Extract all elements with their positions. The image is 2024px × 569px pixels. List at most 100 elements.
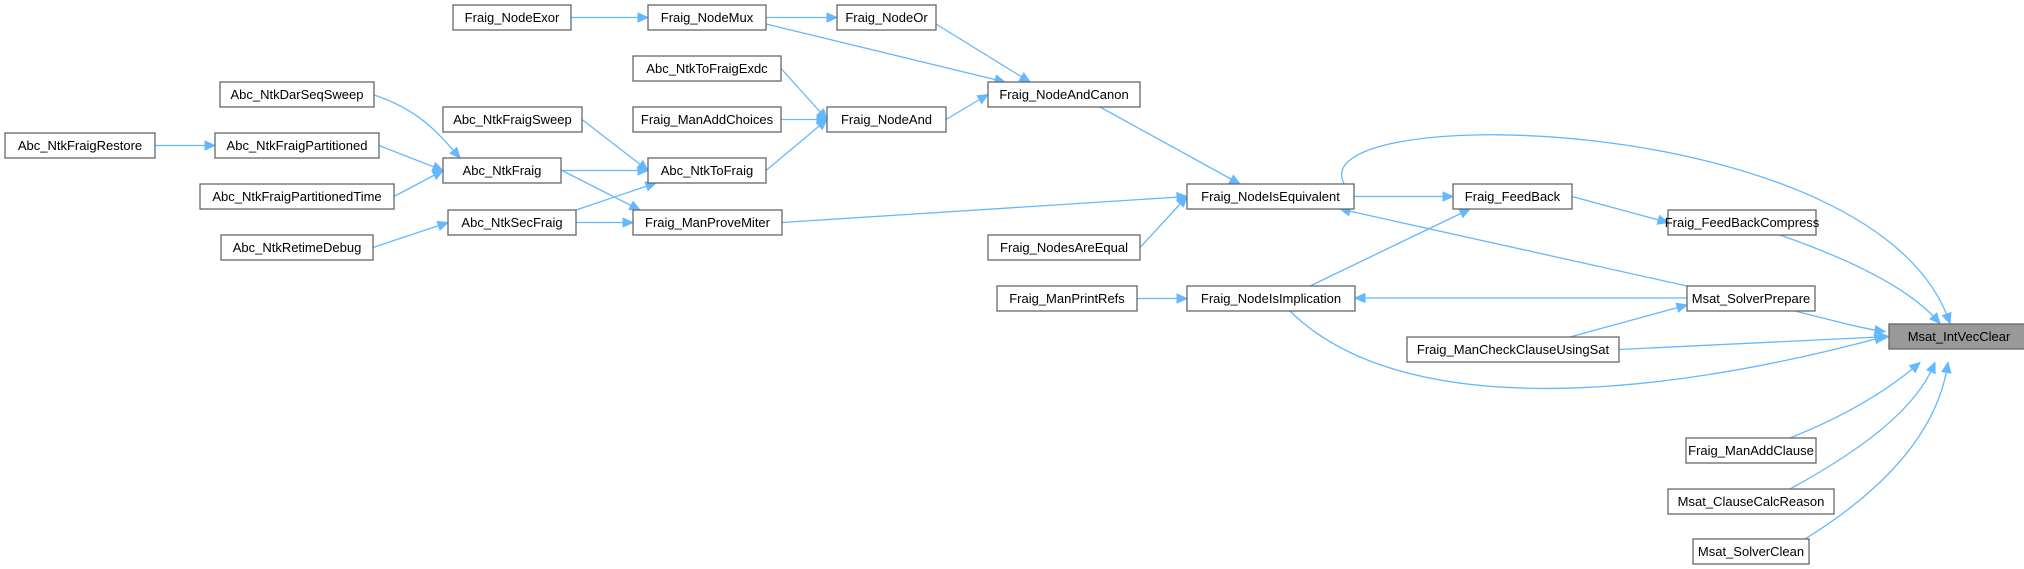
node-msat-solverclean[interactable]: Msat_SolverClean — [1692, 538, 1810, 565]
edge-arrowhead — [1018, 71, 1032, 83]
edge-abc-ntkfraig-to-fraig-manprovemiter — [560, 169, 641, 211]
node-box[interactable] — [220, 234, 374, 261]
edge-abc-ntkretimedebug-to-abc-ntksecfraig — [372, 221, 449, 249]
node-fraig-manaddchoices[interactable]: Fraig_ManAddChoices — [632, 106, 782, 133]
node-box[interactable] — [447, 209, 577, 236]
node-box[interactable] — [632, 209, 783, 236]
node-box[interactable] — [1186, 285, 1356, 312]
node-abc-ntkretimedebug[interactable]: Abc_NtkRetimeDebug — [220, 234, 374, 261]
node-box[interactable] — [1692, 538, 1810, 565]
node-fraig-nodeisequivalent[interactable]: Fraig_NodeIsEquivalent — [1186, 183, 1355, 210]
node-abc-ntktofraig[interactable]: Abc_NtkToFraig — [647, 157, 767, 184]
node-fraig-manaddclause[interactable]: Fraig_ManAddClause — [1685, 437, 1817, 464]
node-label: Abc_NtkToFraigExdc — [646, 61, 768, 76]
node-box[interactable] — [632, 106, 782, 133]
edge-fraig-nodeandcanon-to-fraig-nodeisequivalent — [1099, 106, 1241, 185]
node-box[interactable] — [1686, 285, 1816, 312]
node-box[interactable] — [987, 234, 1141, 261]
edge-abc-ntkfraigsweep-to-abc-ntktofraig — [581, 118, 649, 172]
node-label: Abc_NtkFraig — [463, 163, 542, 178]
node-box[interactable] — [1888, 323, 2024, 350]
node-abc-ntkfraig[interactable]: Abc_NtkFraig — [442, 157, 562, 184]
node-label: Fraig_NodeOr — [845, 10, 928, 25]
node-abc-ntkfraigpartitionedtime[interactable]: Abc_NtkFraigPartitionedTime — [199, 183, 395, 210]
node-fraig-nodeisimplication[interactable]: Fraig_NodeIsImplication — [1186, 285, 1356, 312]
node-label: Abc_NtkFraigSweep — [453, 112, 572, 127]
node-label: Fraig_NodeAndCanon — [999, 87, 1128, 102]
node-layer: Msat_IntVecClearFraig_NodeIsEquivalentFr… — [4, 4, 2024, 565]
edge-layer — [155, 12, 1952, 540]
edge-fraig-nodeisimplication-to-fraig-feedback — [1309, 208, 1471, 287]
edge-msat-clausecalcreason-to-msat-intvecclear — [1789, 362, 1936, 490]
node-fraig-nodemux[interactable]: Fraig_NodeMux — [647, 4, 767, 31]
node-box[interactable] — [442, 157, 562, 184]
node-box[interactable] — [826, 106, 947, 133]
node-fraig-manprovemiter[interactable]: Fraig_ManProveMiter — [632, 209, 783, 236]
node-msat-clausecalcreason[interactable]: Msat_ClauseCalcReason — [1667, 488, 1835, 515]
edge-arrowhead — [1458, 208, 1472, 219]
node-box[interactable] — [199, 183, 395, 210]
edge-fraig-mancheckclauseusingsat-to-msat-intvecclear — [1618, 335, 1890, 351]
node-box[interactable] — [647, 4, 767, 31]
node-label: Msat_ClauseCalcReason — [1678, 494, 1825, 509]
edge-arrowhead — [1925, 361, 1936, 375]
node-box[interactable] — [1667, 488, 1835, 515]
node-label: Fraig_NodeIsImplication — [1201, 291, 1341, 306]
edge-arrowhead — [431, 161, 445, 172]
node-abc-ntksecfraig[interactable]: Abc_NtkSecFraig — [447, 209, 577, 236]
node-label: Abc_NtkDarSeqSweep — [231, 87, 364, 102]
node-label: Fraig_FeedBackCompress — [1665, 215, 1820, 230]
node-abc-ntkdarseqsweep[interactable]: Abc_NtkDarSeqSweep — [219, 81, 375, 108]
node-box[interactable] — [996, 285, 1138, 312]
edge-arrowhead — [826, 12, 839, 23]
node-fraig-nodesareequal[interactable]: Fraig_NodesAreEqual — [987, 234, 1141, 261]
node-box[interactable] — [452, 4, 572, 31]
node-box[interactable] — [632, 55, 782, 82]
node-box[interactable] — [1186, 183, 1355, 210]
node-box[interactable] — [4, 132, 156, 159]
node-label: Msat_IntVecClear — [1908, 329, 2011, 344]
node-box[interactable] — [836, 4, 937, 31]
node-abc-ntkfraigsweep[interactable]: Abc_NtkFraigSweep — [442, 106, 583, 133]
node-fraig-nodeand[interactable]: Fraig_NodeAnd — [826, 106, 947, 133]
node-box[interactable] — [1667, 209, 1817, 236]
node-fraig-nodeor[interactable]: Fraig_NodeOr — [836, 4, 937, 31]
node-fraig-mancheckclauseusingsat[interactable]: Fraig_ManCheckClauseUsingSat — [1406, 336, 1620, 363]
node-box[interactable] — [214, 132, 380, 159]
node-label: Fraig_FeedBack — [1465, 189, 1561, 204]
edge-fraig-manprovemiter-to-fraig-nodeisequivalent — [781, 195, 1188, 224]
edge-arrowhead — [1941, 311, 1952, 325]
node-box[interactable] — [647, 157, 767, 184]
edge-arrowhead — [204, 140, 217, 151]
node-msat-intvecclear[interactable]: Msat_IntVecClear — [1888, 323, 2024, 350]
node-fraig-nodeandcanon[interactable]: Fraig_NodeAndCanon — [987, 81, 1141, 108]
node-abc-ntkfraigpartitioned[interactable]: Abc_NtkFraigPartitioned — [214, 132, 380, 159]
node-box[interactable] — [1685, 437, 1817, 464]
node-abc-ntkfraigrestore[interactable]: Abc_NtkFraigRestore — [4, 132, 156, 159]
node-fraig-nodeexor[interactable]: Fraig_NodeExor — [452, 4, 572, 31]
edge-fraig-nodeisequivalent-to-msat-intvecclear — [1341, 134, 1951, 324]
edge-arrowhead — [1176, 195, 1188, 208]
node-label: Fraig_ManAddClause — [1688, 443, 1814, 458]
node-label: Fraig_ManCheckClauseUsingSat — [1417, 342, 1610, 357]
node-fraig-feedback[interactable]: Fraig_FeedBack — [1452, 183, 1573, 210]
node-box[interactable] — [442, 106, 583, 133]
node-box[interactable] — [1406, 336, 1620, 363]
edge-arrowhead — [1656, 214, 1670, 225]
edge-fraig-mancheckclauseusingsat-to-msat-solverprepare — [1569, 304, 1688, 338]
node-label: Fraig_ManAddChoices — [641, 112, 774, 127]
node-box[interactable] — [987, 81, 1141, 108]
node-fraig-manprintrefs[interactable]: Fraig_ManPrintRefs — [996, 285, 1138, 312]
node-box[interactable] — [1452, 183, 1573, 210]
node-abc-ntktofraigexdc[interactable]: Abc_NtkToFraigExdc — [632, 55, 782, 82]
node-msat-solverprepare[interactable]: Msat_SolverPrepare — [1686, 285, 1816, 312]
edge-arrowhead — [431, 169, 445, 181]
edge-arrowhead — [637, 12, 650, 23]
edge-arrowhead — [815, 118, 828, 131]
node-fraig-feedbackcompress[interactable]: Fraig_FeedBackCompress — [1665, 209, 1820, 236]
edge-arrowhead — [1442, 191, 1455, 202]
edge-arrowhead — [436, 220, 450, 231]
edge-arrowhead — [976, 93, 990, 105]
node-box[interactable] — [219, 81, 375, 108]
